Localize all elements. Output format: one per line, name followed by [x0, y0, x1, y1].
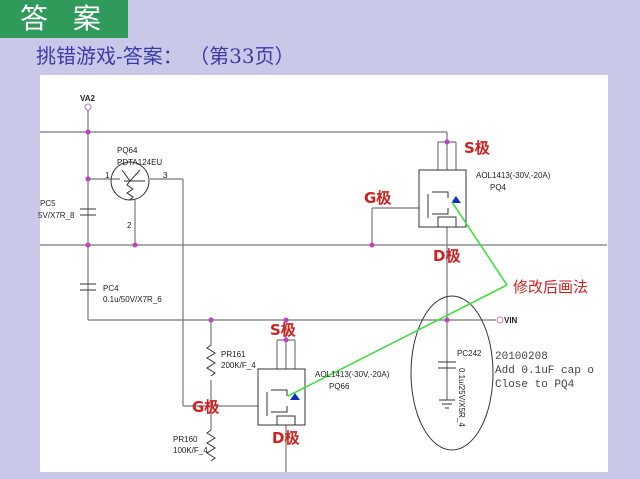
- note-line: Close to PQ4: [495, 379, 575, 391]
- pin-label: 3: [163, 171, 168, 180]
- pc4-ref: PC4: [103, 284, 119, 293]
- pq66-ref: PQ66: [329, 382, 350, 391]
- pin-label: 1: [105, 171, 110, 180]
- pq66-part: AOL1413(-30V,-20A): [315, 370, 390, 379]
- pc5-ref: PC5: [40, 199, 56, 208]
- components: [80, 103, 504, 462]
- pq4-ref: PQ4: [490, 183, 507, 192]
- header-badge: 答 案: [0, 0, 128, 38]
- pq66-drain-label: D极: [272, 429, 300, 447]
- pc242-value: 0.1u/25V/X5R_4: [457, 368, 466, 427]
- pq64-ref: PQ64: [117, 146, 138, 155]
- pr161-value: 200K/F_4: [221, 361, 256, 370]
- pq64-part: PDTA124EU: [117, 158, 162, 167]
- pr160-ref: PR160: [173, 435, 198, 444]
- pq4-drain-label: D极: [433, 247, 461, 265]
- note-line: 20100208: [495, 351, 548, 363]
- vin-label: VIN: [504, 316, 518, 325]
- pc5-value: 5V/X7R_8: [38, 211, 75, 220]
- schematic-sheet: [40, 75, 608, 472]
- fix-label: 修改后画法: [513, 278, 588, 296]
- fix-arrows: [287, 201, 508, 397]
- pr161-ref: PR161: [221, 350, 246, 359]
- junction-dots: [85, 129, 450, 343]
- pq66-source-label: S极: [270, 321, 297, 339]
- diode-icons: [290, 196, 461, 400]
- pq4-part: AOL1413(-30V,-20A): [476, 171, 551, 180]
- va2-label: VA2: [80, 94, 96, 103]
- pc242-ref: PC242: [457, 349, 482, 358]
- pin-label: 2: [127, 221, 132, 230]
- pc4-value: 0.1u/50V/X7R_6: [103, 295, 162, 304]
- note-line: Add 0.1uF cap o: [495, 365, 594, 377]
- pr160-value: 100K/F_4: [173, 446, 208, 455]
- pq4-source-label: S极: [464, 139, 491, 157]
- subtitle: 挑错游戏-答案： （第33页）: [36, 44, 295, 68]
- pq66-gate-label: G极: [192, 398, 220, 416]
- pq4-gate-label: G极: [364, 189, 392, 207]
